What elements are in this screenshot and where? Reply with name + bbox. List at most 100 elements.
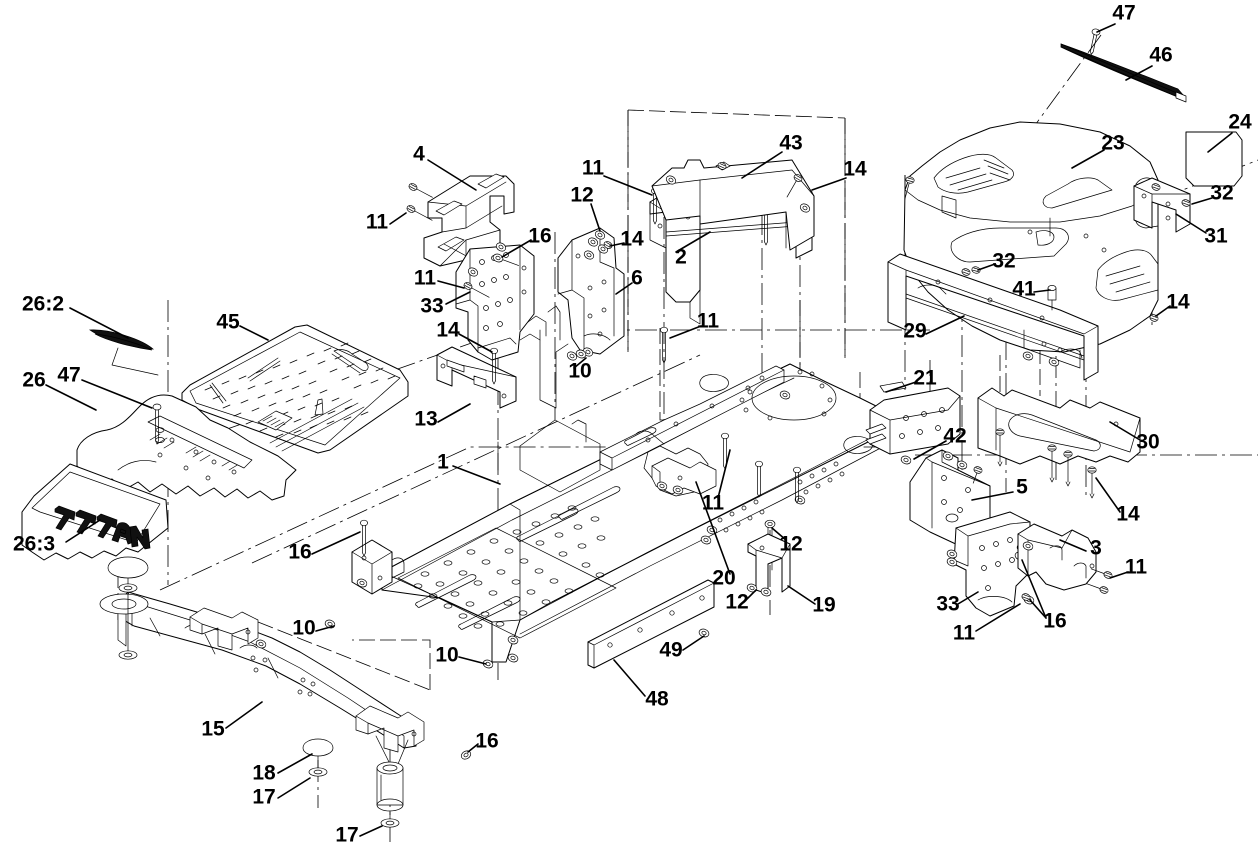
callout-33-b: 33 bbox=[936, 593, 959, 616]
part-31-bracket-right bbox=[1133, 177, 1192, 233]
part-33-bracket-right bbox=[945, 511, 1036, 617]
part-17-washer-left-b bbox=[118, 650, 138, 660]
callout-26-2: 26:2 bbox=[22, 293, 64, 316]
part-48-flat-bar bbox=[587, 579, 715, 669]
callout-11-b: 11 bbox=[366, 211, 389, 234]
callout-46: 46 bbox=[1149, 44, 1172, 67]
callout-12-a: 12 bbox=[570, 184, 593, 207]
callout-23: 23 bbox=[1101, 132, 1124, 155]
part-17-washer-bottom bbox=[380, 818, 400, 828]
part-19-bracket bbox=[745, 533, 791, 598]
callout-12-b: 12 bbox=[779, 533, 802, 556]
part-14-bolt-30-d bbox=[1087, 466, 1097, 499]
callout-3: 3 bbox=[1090, 537, 1102, 560]
callout-17-b: 17 bbox=[335, 824, 358, 847]
callout-10-b: 10 bbox=[292, 617, 315, 640]
part-29-frame-rail bbox=[887, 253, 1099, 381]
callout-32-b: 32 bbox=[992, 250, 1015, 273]
callout-11-g: 11 bbox=[953, 622, 976, 645]
part-47-screw-left bbox=[152, 403, 162, 445]
part-11-bolt-33-left bbox=[462, 280, 490, 298]
part-14-bolt-30-a bbox=[995, 428, 1005, 467]
leader-lines bbox=[45, 23, 1233, 837]
part-41-pin bbox=[1047, 285, 1057, 311]
part-42-nut bbox=[899, 454, 913, 466]
callout-11-d: 11 bbox=[697, 310, 720, 333]
part-26-2-decal bbox=[88, 329, 159, 376]
part-47-screw-top bbox=[1090, 28, 1101, 55]
part-11-bolts-upper-left bbox=[405, 181, 433, 221]
callout-31: 31 bbox=[1204, 225, 1228, 248]
part-24-decal-panel bbox=[1185, 131, 1243, 187]
callout-43: 43 bbox=[779, 132, 802, 155]
callout-15: 15 bbox=[201, 718, 225, 741]
part-14-bolt-30-b bbox=[1047, 444, 1057, 483]
callout-19: 19 bbox=[812, 594, 835, 617]
callout-45: 45 bbox=[216, 311, 240, 334]
part-1-main-frame bbox=[381, 363, 893, 663]
callout-17-a: 17 bbox=[252, 786, 275, 809]
part-17-washer-mid bbox=[308, 767, 328, 777]
part-18-cap-mid bbox=[302, 738, 334, 757]
callout-48: 48 bbox=[645, 688, 669, 711]
callout-14-d: 14 bbox=[436, 319, 460, 342]
callout-21: 21 bbox=[913, 367, 937, 390]
part-15-front-axle bbox=[99, 591, 425, 812]
part-26-cover bbox=[76, 394, 297, 501]
part-11-bolt-3-b bbox=[1086, 583, 1110, 595]
callout-47-left: 47 bbox=[57, 364, 80, 387]
part-3-rear-arm bbox=[1017, 523, 1097, 591]
callout-12-c: 12 bbox=[725, 591, 748, 614]
part-16-mount-bracket bbox=[351, 519, 405, 595]
part-11-bolt-3-a bbox=[1090, 568, 1114, 580]
part-32-bolt-b bbox=[904, 175, 916, 200]
callout-47-top: 47 bbox=[1112, 2, 1135, 25]
callout-42: 42 bbox=[943, 425, 966, 448]
callout-14-b: 14 bbox=[620, 228, 644, 251]
callout-10-c: 10 bbox=[435, 644, 458, 667]
part-45-footpad bbox=[181, 324, 409, 454]
part-21-plate bbox=[865, 381, 961, 455]
callout-1: 1 bbox=[437, 451, 449, 474]
callout-13: 13 bbox=[414, 408, 437, 431]
callout-32-a: 32 bbox=[1210, 182, 1233, 205]
part-4-bracket bbox=[423, 173, 515, 267]
callout-29: 29 bbox=[903, 320, 926, 343]
part-33-bracket-left bbox=[455, 240, 535, 361]
callout-16-b: 16 bbox=[288, 541, 311, 564]
callout-16-a: 16 bbox=[528, 225, 551, 248]
callout-4: 4 bbox=[413, 143, 425, 166]
callout-16-d: 16 bbox=[475, 730, 498, 753]
callout-41: 41 bbox=[1012, 278, 1036, 301]
part-18-cap-left bbox=[107, 556, 149, 579]
callout-10-a: 10 bbox=[568, 360, 591, 383]
part-6-panel bbox=[519, 227, 625, 409]
part-46-trim-strip bbox=[1060, 43, 1187, 103]
callout-24: 24 bbox=[1228, 111, 1252, 134]
callout-30: 30 bbox=[1136, 431, 1159, 454]
part-14-bolt-30-c bbox=[1063, 450, 1073, 487]
callout-11-a: 11 bbox=[582, 157, 605, 180]
callout-18: 18 bbox=[252, 762, 276, 785]
callout-2: 2 bbox=[675, 246, 687, 269]
callout-14-c: 14 bbox=[1166, 291, 1190, 314]
part-26-3-decal bbox=[21, 463, 169, 561]
callout-26-3: 26:3 bbox=[13, 533, 55, 556]
part-30-shield bbox=[977, 387, 1141, 465]
callout-5: 5 bbox=[1016, 476, 1028, 499]
part-16-bolt-upper bbox=[491, 252, 520, 266]
part-17-washer-left-a bbox=[118, 583, 138, 593]
part-14-bolt-43 bbox=[786, 172, 804, 198]
callout-labels: 47 46 24 23 43 14 11 4 32 31 12 11 16 14… bbox=[13, 2, 1252, 847]
part-13-bracket bbox=[436, 346, 517, 409]
callout-33-a: 33 bbox=[420, 295, 443, 318]
callout-26: 26 bbox=[22, 369, 45, 392]
callout-14-e: 14 bbox=[1116, 503, 1140, 526]
callout-49: 49 bbox=[659, 639, 682, 662]
callout-11-e: 11 bbox=[702, 492, 725, 515]
callout-11-f: 11 bbox=[1125, 556, 1148, 579]
callout-6: 6 bbox=[631, 267, 643, 290]
callout-14-a: 14 bbox=[843, 158, 867, 181]
callout-11-c: 11 bbox=[414, 267, 437, 290]
